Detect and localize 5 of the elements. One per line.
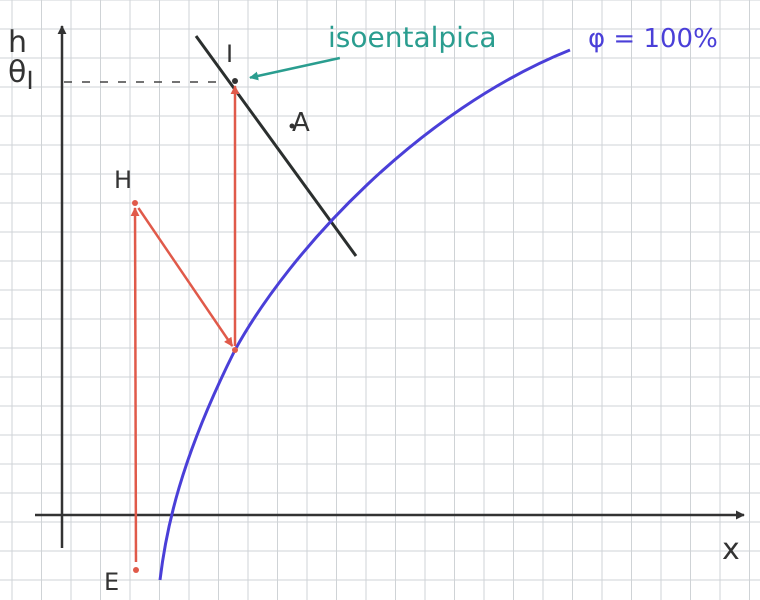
axis-label: x [722, 535, 740, 565]
axis-label: h [8, 28, 28, 58]
curve-label: φ = 100% [588, 26, 718, 52]
axis-label: θ$_{I}$ [8, 58, 34, 93]
point-label: A [292, 110, 310, 136]
